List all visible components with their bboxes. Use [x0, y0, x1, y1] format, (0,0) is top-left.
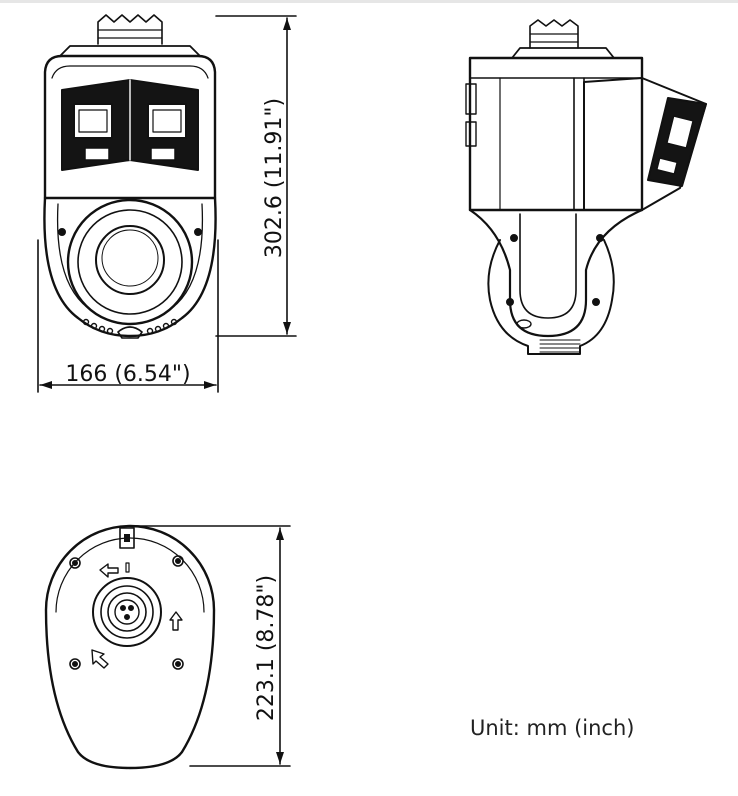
front-view	[43, 14, 217, 339]
side-view	[465, 19, 707, 355]
unit-label: Unit: mm (inch)	[470, 716, 635, 740]
front-height-dimension	[215, 15, 297, 337]
front-width-dimension	[37, 239, 219, 393]
front-width-label: 166 (6.54")	[65, 362, 190, 387]
bottom-view	[44, 524, 216, 770]
side-vents	[539, 339, 581, 353]
front-height-label: 302.6 (11.91")	[262, 98, 287, 258]
bottom-height-label: 223.1 (8.78")	[254, 575, 279, 721]
vent-holes	[82, 318, 178, 335]
top-border	[0, 0, 738, 3]
bottom-height-dimension	[135, 525, 291, 767]
